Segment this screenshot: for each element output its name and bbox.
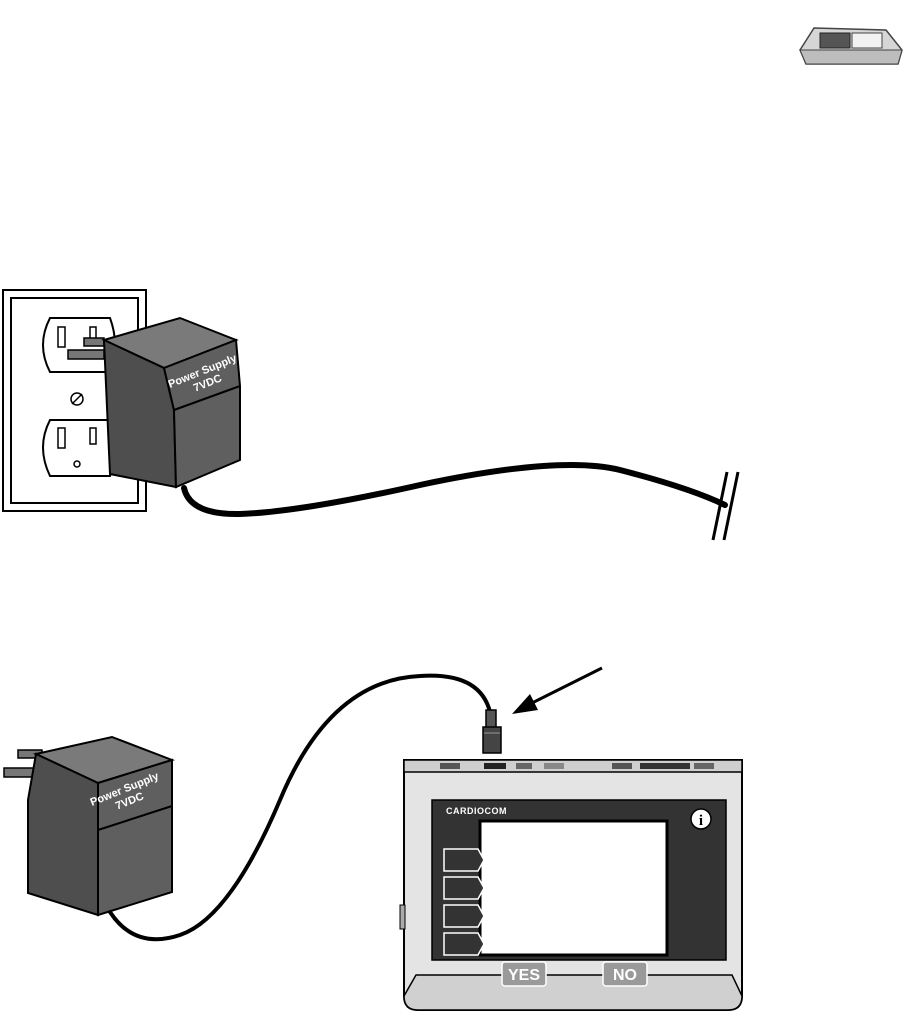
yes-button[interactable]: YES (502, 962, 546, 986)
soft-key[interactable] (444, 933, 484, 955)
connection-arrow (512, 668, 602, 714)
power-cable-top (184, 465, 725, 514)
info-icon[interactable]: i (691, 809, 711, 829)
device-brand: CARDIOCOM (446, 806, 507, 816)
no-button-label: NO (613, 967, 637, 984)
device-screen (480, 821, 667, 955)
soft-key[interactable] (444, 877, 484, 899)
soft-key[interactable] (444, 849, 484, 871)
svg-text:i: i (699, 813, 703, 829)
device-thumbnail (800, 28, 902, 64)
power-supply-adapter-top: Power Supply 7VDC (68, 318, 738, 540)
yes-button-label: YES (508, 967, 540, 984)
no-button[interactable]: NO (603, 962, 647, 986)
power-plug (483, 710, 501, 753)
cardiocom-device: CARDIOCOM i YES NO (400, 760, 742, 1010)
soft-key[interactable] (444, 905, 484, 927)
